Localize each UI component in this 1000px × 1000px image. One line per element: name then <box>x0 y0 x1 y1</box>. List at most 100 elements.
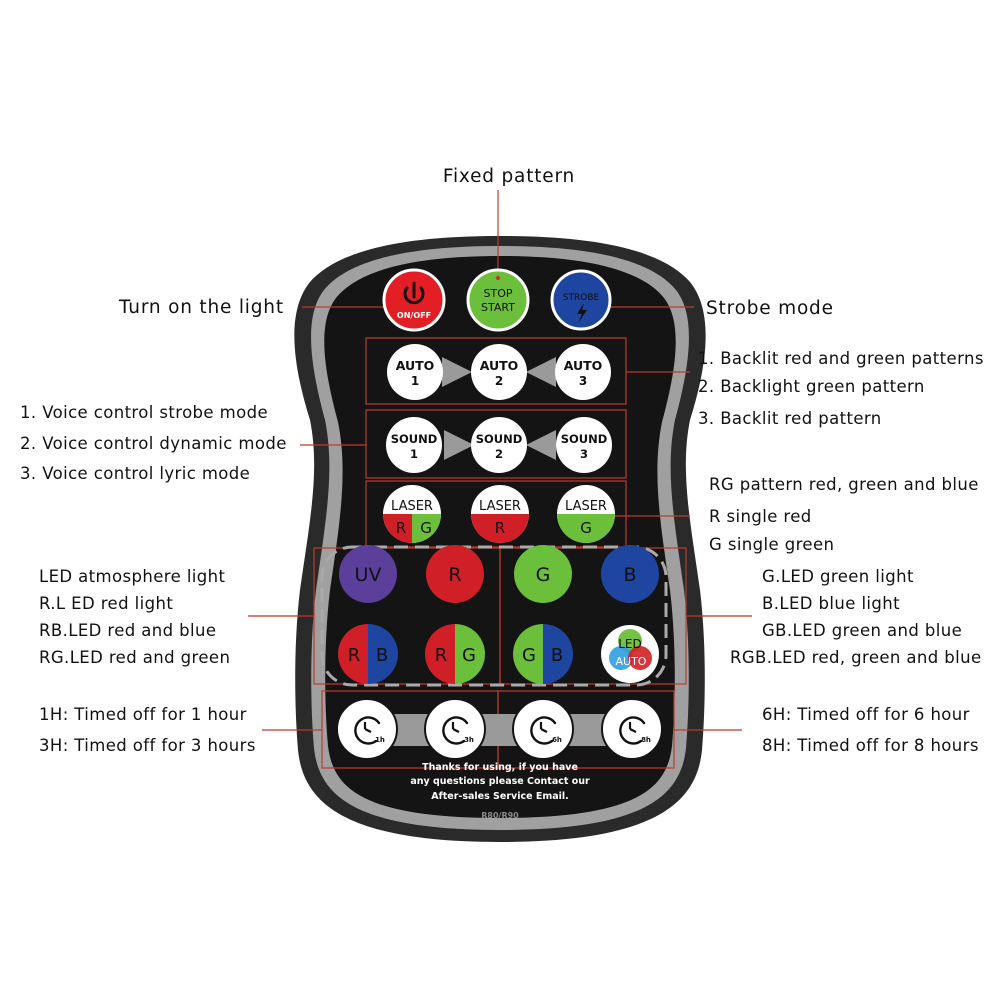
led-auto-top: LED <box>618 637 642 651</box>
clock-icon <box>530 716 557 745</box>
timer-track <box>366 714 636 746</box>
auto-1-button[interactable]: AUTO 1 <box>387 344 443 400</box>
auto-3-button[interactable]: AUTO 3 <box>555 344 611 400</box>
clock-icon <box>442 716 469 745</box>
led-b-label: B <box>623 564 636 586</box>
led-uv-button[interactable]: UV <box>339 545 397 603</box>
led-g-button[interactable]: G <box>514 545 572 603</box>
arrow-connector <box>444 430 474 460</box>
timer-1h-button[interactable]: 1h <box>336 698 398 760</box>
led-right-annotation-1: G.LED green light <box>762 567 914 586</box>
annotations: Fixed pattern Turn on the light Strobe m… <box>20 166 984 755</box>
turn-on-annotation: Turn on the light <box>118 297 284 318</box>
sound-row: SOUND 1 SOUND 2 SOUND 3 <box>386 417 612 473</box>
laser-row: LASER R G LASER R LASER G <box>383 485 615 544</box>
auto-annotation-2: 2. Backlight green pattern <box>698 377 925 396</box>
led-g-label: G <box>536 564 551 586</box>
led-r-button[interactable]: R <box>426 545 484 603</box>
laser-r-label: LASER <box>479 499 521 514</box>
laser-rg-button[interactable]: LASER R G <box>383 485 441 544</box>
auto-row: AUTO 1 AUTO 2 AUTO 3 <box>387 344 611 400</box>
sound-3-number: 3 <box>580 447 588 461</box>
timer-8h-button[interactable]: 8h <box>601 698 663 760</box>
led-b-button[interactable]: B <box>601 545 659 603</box>
laser-r-letter: R <box>495 519 505 537</box>
led-r-label: R <box>448 564 461 586</box>
laser-rg-right: G <box>420 519 432 537</box>
strobe-button[interactable]: STROBE <box>550 269 612 331</box>
led-rb-button[interactable]: R B <box>338 624 398 684</box>
led-left-annotation-2: R.L ED red light <box>39 594 173 613</box>
led-rg-left: R <box>435 645 448 666</box>
timer-6h-button[interactable]: 6h <box>512 698 574 760</box>
laser-rg-label: LASER <box>391 499 433 514</box>
laser-rg-left: R <box>396 519 406 537</box>
laser-annotation-1: RG pattern red, green and blue <box>709 475 979 494</box>
laser-annotation-3: G single green <box>709 535 834 554</box>
arrow-connector <box>526 357 556 387</box>
power-icon <box>403 281 425 305</box>
auto-2-button[interactable]: AUTO 2 <box>471 344 527 400</box>
led-b-fill <box>601 545 659 603</box>
led-uv-label: UV <box>355 564 382 586</box>
auto-annotation-1: 1. Backlit red and green patterns <box>698 349 984 368</box>
auto-2-label: AUTO <box>480 358 519 373</box>
sound-annotation-1: 1. Voice control strobe mode <box>20 403 268 422</box>
sound-1-button[interactable]: SOUND 1 <box>386 417 442 473</box>
led-g-fill <box>514 545 572 603</box>
led-r-fill <box>426 545 484 603</box>
arrow-connector <box>526 430 556 460</box>
start-label: START <box>481 301 515 314</box>
timer-right-annotation-2: 8H: Timed off for 8 hours <box>762 736 979 755</box>
leader-lines <box>248 190 752 769</box>
footer-message: Thanks for using, if you have any questi… <box>410 762 590 802</box>
led-auto-bottom: AUTO <box>616 655 647 668</box>
stop-label: STOP <box>484 287 513 300</box>
auto-3-number: 3 <box>579 374 587 388</box>
sound-1-label: SOUND <box>391 432 438 446</box>
timer-3h-label: 3h <box>464 736 474 744</box>
led-area-dashed-border <box>320 545 668 687</box>
led-auto-button[interactable]: LED AUTO <box>601 625 659 683</box>
led-uv-fill <box>339 545 397 603</box>
strobe-mode-annotation: Strobe mode <box>706 298 834 319</box>
auto-1-number: 1 <box>411 374 419 388</box>
sound-2-number: 2 <box>495 447 503 461</box>
timer-right-annotation-1: 6H: Timed off for 6 hour <box>762 705 970 724</box>
led-row-1: UV R G B <box>339 545 659 603</box>
led-rg-right: G <box>462 645 476 666</box>
sound-1-number: 1 <box>410 447 418 461</box>
sound-3-label: SOUND <box>561 432 608 446</box>
laser-g-label: LASER <box>565 499 607 514</box>
led-right-annotation-3: GB.LED green and blue <box>762 621 962 640</box>
led-left-annotation-3: RB.LED red and blue <box>39 621 216 640</box>
timer-1h-label: 1h <box>375 736 385 744</box>
timer-3h-button[interactable]: 3h <box>424 698 486 760</box>
laser-g-letter: G <box>580 519 592 537</box>
auto-annotation-3: 3. Backlit red pattern <box>698 409 882 428</box>
timer-left-annotation-2: 3H: Timed off for 3 hours <box>39 736 256 755</box>
auto-1-label: AUTO <box>396 358 435 373</box>
led-rb-right: B <box>376 645 388 666</box>
led-rg-button[interactable]: R G <box>425 624 485 684</box>
sound-annotation-2: 2. Voice control dynamic mode <box>20 434 287 453</box>
fixed-pattern-dot <box>495 275 501 281</box>
fixed-pattern-annotation: Fixed pattern <box>443 166 575 187</box>
timer-6h-label: 6h <box>552 736 562 744</box>
clock-icon <box>619 716 646 745</box>
laser-annotation-2: R single red <box>709 507 812 526</box>
led-right-annotation-4: RGB.LED red, green and blue <box>730 648 982 667</box>
led-gb-right: B <box>551 645 563 666</box>
sound-3-button[interactable]: SOUND 3 <box>556 417 612 473</box>
led-left-annotation-4: RG.LED red and green <box>39 648 230 667</box>
led-gb-left: G <box>522 645 536 666</box>
arrow-connector <box>442 357 472 387</box>
footer-line-1: Thanks for using, if you have <box>422 762 578 773</box>
timer-row: 1h 3h 6h <box>336 698 663 760</box>
led-gb-button[interactable]: G B <box>513 624 573 684</box>
auto-2-number: 2 <box>495 374 503 388</box>
stop-start-button[interactable]: STOP START <box>466 268 530 332</box>
power-button[interactable]: ON/OFF <box>382 268 446 332</box>
sound-2-button[interactable]: SOUND 2 <box>471 417 527 473</box>
